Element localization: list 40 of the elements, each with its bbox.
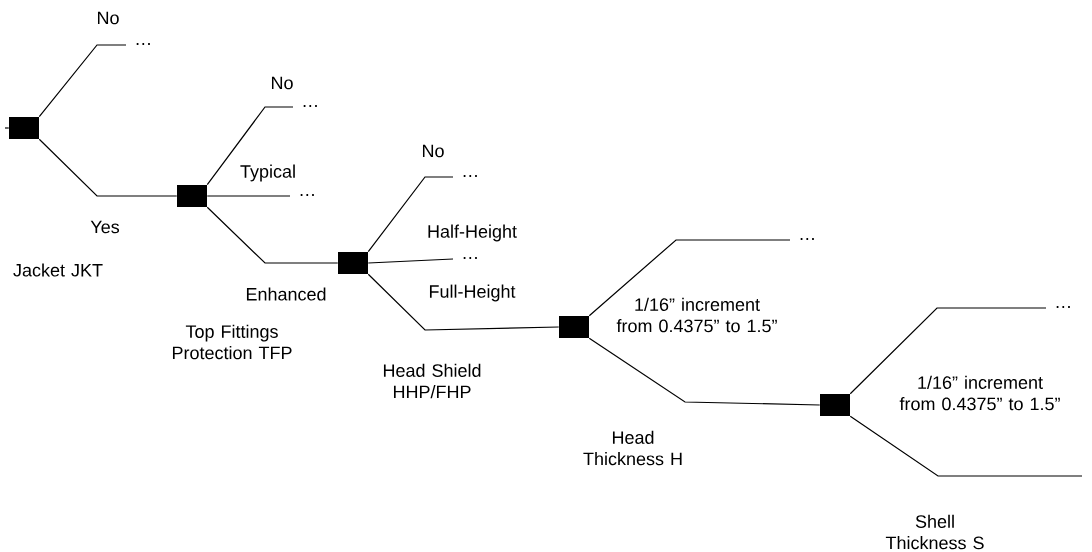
stage-label: Shell Thickness S	[885, 514, 984, 550]
ellipsis-text: …	[136, 43, 150, 45]
edge-label: Yes	[90, 220, 120, 234]
decision-square	[177, 185, 207, 207]
branch-line	[367, 273, 560, 331]
edge-label: Half-Height	[428, 224, 517, 242]
branch-line	[849, 415, 1083, 477]
stage-label: Head Shield HHP/FHP	[383, 363, 481, 399]
stage-label: Head Thickness H	[583, 430, 682, 466]
ellipsis-text: …	[300, 194, 314, 196]
ellipsis-text: …	[800, 238, 814, 240]
branch-line	[588, 337, 821, 406]
branch-line	[206, 206, 339, 264]
edge-label: No	[98, 11, 119, 25]
branch-line	[588, 239, 791, 317]
ellipsis-text: …	[1056, 306, 1070, 308]
decision-square	[338, 252, 368, 274]
decision-square	[9, 117, 39, 139]
ellipsis-text: …	[303, 105, 317, 107]
branch-line	[206, 195, 291, 197]
branch-line	[4, 127, 10, 129]
edge-label: Enhanced	[246, 287, 326, 301]
branch-line	[38, 138, 178, 197]
decision-square	[820, 394, 850, 416]
ellipsis-text: …	[463, 175, 477, 177]
edge-label: No	[423, 144, 444, 158]
edge-label: Typical	[240, 164, 295, 182]
branch-line	[849, 307, 1047, 395]
branch-line	[367, 258, 454, 264]
stage-label: Top Fittings Protection TFP	[172, 324, 292, 360]
edge-label: 1/16” increment from 0.4375” to 1.5”	[899, 375, 1060, 411]
edge-label: 1/16” increment from 0.4375” to 1.5”	[616, 297, 777, 333]
decision-square	[559, 316, 589, 338]
edge-label: No	[272, 76, 293, 90]
branch-line	[206, 106, 294, 186]
edge-label: Full-Height	[430, 284, 516, 302]
stage-label: Jacket JKT	[13, 263, 103, 277]
branch-line	[367, 176, 454, 253]
branch-line	[38, 44, 127, 118]
ellipsis-text: …	[463, 257, 477, 259]
